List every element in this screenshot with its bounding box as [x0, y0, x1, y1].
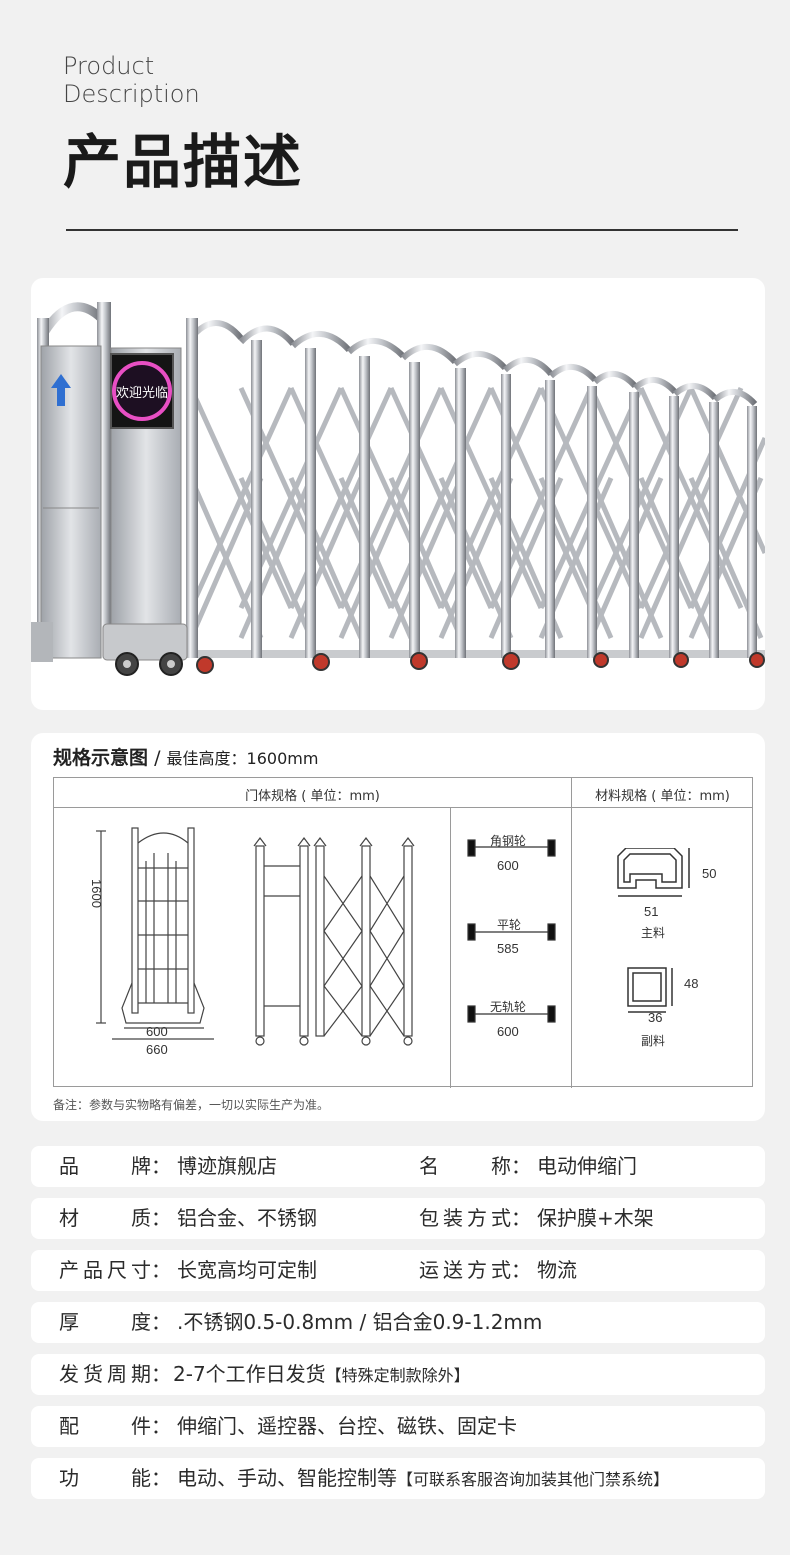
info-label-brand: 品牌 [59, 1154, 151, 1178]
info-row-delivery: 发货周期： 2-7个工作日发货【特殊定制款除外】 [31, 1354, 765, 1395]
door-outer-width-label: 660 [146, 1042, 168, 1057]
spec-title: 规格示意图 / 最佳高度：1600mm [53, 745, 318, 772]
wheel-name-1: 角钢轮 [490, 834, 527, 848]
main-material-name: 主料 [641, 926, 666, 940]
header-divider [66, 229, 738, 231]
info-value-delivery: 2-7个工作日发货 [173, 1362, 326, 1386]
material-spec-header: 材料规格 ( 单位：mm) [595, 789, 730, 804]
wheel-name-3: 无轨轮 [490, 1000, 527, 1014]
info-label-material: 材质 [59, 1206, 151, 1230]
info-extra-function: 【可联系客服咨询加装其他门禁系统】 [397, 1470, 670, 1489]
header-english: Product Description [63, 52, 200, 108]
info-value-function: 电动、手动、智能控制等 [177, 1466, 397, 1490]
sub-material-width: 36 [648, 1010, 663, 1025]
gate-posts [186, 318, 758, 658]
sub-material-height: 48 [684, 976, 699, 991]
info-extra-delivery: 【特殊定制款除外】 [325, 1366, 470, 1385]
info-label-name: 名称 [419, 1154, 511, 1178]
info-value-name: 电动伸缩门 [537, 1154, 637, 1178]
door-height-label: 1600 [88, 879, 104, 908]
door-spec-header: 门体规格 ( 单位：mm) [245, 789, 380, 804]
info-row-thickness: 厚度： .不锈钢0.5-0.8mm / 铝合金0.9-1.2mm [31, 1302, 765, 1343]
info-label-delivery: 发货周期 [59, 1362, 151, 1386]
wheel-name-2: 平轮 [497, 918, 522, 932]
info-label-accessories: 配件 [59, 1414, 151, 1438]
gate-main-cabinet: 欢迎光临 [31, 302, 188, 676]
info-label-function: 功能 [59, 1466, 151, 1490]
product-photo-card: 欢迎光临 [31, 278, 765, 710]
wheel-icons [467, 839, 556, 1023]
door-front-view [96, 827, 214, 1040]
spec-note: 备注：参数与实物略有偏差，一切以实际生产为准。 [53, 1098, 330, 1112]
main-material-height: 50 [702, 866, 717, 881]
material-profiles [617, 848, 690, 1013]
info-value-material: 铝合金、不锈钢 [177, 1206, 317, 1230]
spec-title-slash: / [154, 747, 161, 769]
wheel-size-1: 600 [497, 858, 519, 873]
info-label-shipping: 运送方式 [419, 1258, 511, 1282]
info-value-packaging: 保护膜+木架 [537, 1206, 654, 1230]
door-inner-width-label: 600 [146, 1024, 168, 1039]
sub-material-name: 副料 [641, 1034, 666, 1048]
info-value-shipping: 物流 [537, 1258, 577, 1282]
spec-table: 门体规格 ( 单位：mm) 材料规格 ( 单位：mm) 1600 600 [53, 777, 753, 1088]
info-row-brand: 品牌： 博迹旗舰店 名称： 电动伸缩门 [31, 1146, 765, 1187]
info-value-brand: 博迹旗舰店 [177, 1154, 277, 1178]
info-row-size: 产品尺寸： 长宽高均可定制 运送方式： 物流 [31, 1250, 765, 1291]
gate-sign-text: 欢迎光临 [116, 386, 168, 401]
info-label-size: 产品尺寸 [59, 1258, 151, 1282]
gate-wheels [196, 652, 765, 674]
info-row-accessories: 配件： 伸缩门、遥控器、台控、磁铁、固定卡 [31, 1406, 765, 1447]
door-scissor-view [253, 837, 415, 1046]
wheel-size-2: 585 [497, 941, 519, 956]
info-label-thickness: 厚度 [59, 1310, 151, 1334]
spec-diagram-card: 规格示意图 / 最佳高度：1600mm 门体规格 ( 单位：mm) 材料规格 (… [31, 733, 765, 1121]
wheel-size-3: 600 [497, 1024, 519, 1039]
info-label-packaging: 包装方式 [419, 1206, 511, 1230]
info-row-material: 材质： 铝合金、不锈钢 包装方式： 保护膜+木架 [31, 1198, 765, 1239]
header-english-line1: Product [63, 52, 155, 80]
gate-illustration: 欢迎光临 [31, 302, 765, 676]
header-english-line2: Description [63, 80, 200, 108]
info-row-function: 功能： 电动、手动、智能控制等【可联系客服咨询加装其他门禁系统】 [31, 1458, 765, 1499]
spec-subtitle-value: 1600mm [246, 749, 319, 768]
info-value-accessories: 伸缩门、遥控器、台控、磁铁、固定卡 [177, 1414, 517, 1438]
page-title: 产品描述 [63, 128, 304, 196]
spec-subtitle-label: 最佳高度： [166, 749, 247, 768]
info-value-thickness: .不锈钢0.5-0.8mm / 铝合金0.9-1.2mm [177, 1310, 543, 1334]
info-value-size: 长宽高均可定制 [177, 1258, 317, 1282]
spec-title-main: 规格示意图 [53, 747, 149, 769]
main-material-width: 51 [644, 904, 659, 919]
mascot-logo-icon [51, 374, 71, 406]
